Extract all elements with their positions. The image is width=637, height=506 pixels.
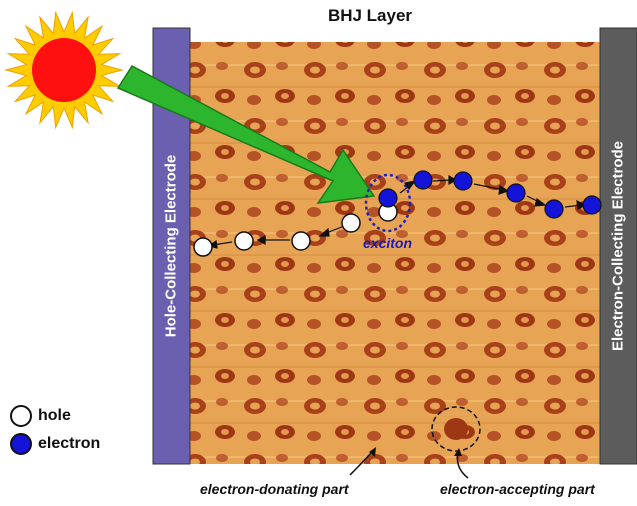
hole-particle	[234, 231, 254, 251]
exciton-label: exciton	[363, 235, 413, 251]
legend-hole-label: hole	[38, 407, 71, 424]
hole-particle	[291, 231, 311, 251]
electron-particle	[544, 199, 564, 219]
electron-particle	[413, 170, 433, 190]
donating-caption: electron-donating part	[200, 481, 349, 497]
electrons	[378, 170, 602, 219]
accepting-caption: electron-accepting part	[440, 481, 595, 497]
electron-path	[399, 174, 587, 210]
holes	[193, 202, 398, 257]
donating-pointer	[349, 451, 373, 476]
exciton-ring	[364, 173, 412, 233]
donating-pointer-head	[369, 447, 376, 457]
hole-particle	[193, 237, 213, 257]
right-electrode-label: Electron-Collecting Electrode	[609, 140, 627, 352]
legend-electron-label: electron	[38, 435, 101, 452]
diagram-title: BHJ Layer	[327, 6, 413, 25]
electron-particle	[378, 188, 398, 208]
electron-particle	[506, 183, 526, 203]
accepting-domain	[444, 418, 468, 440]
light-arrow-icon	[116, 65, 376, 204]
hole-particle	[341, 213, 361, 233]
legend-electron: electron	[10, 433, 100, 455]
sun-icon	[4, 10, 124, 130]
accepting-pointer-head	[454, 448, 462, 456]
electron-particle	[582, 195, 602, 215]
left-electrode-label: Hole-Collecting Electrode	[162, 154, 180, 338]
hole-swatch-icon	[10, 405, 32, 427]
bhj-layer	[190, 42, 600, 464]
accepting-domain-ring	[431, 406, 481, 452]
electron-particle	[453, 171, 473, 191]
electron-collecting-electrode	[599, 27, 637, 465]
legend-hole: hole	[10, 405, 71, 427]
electron-swatch-icon	[10, 433, 32, 455]
